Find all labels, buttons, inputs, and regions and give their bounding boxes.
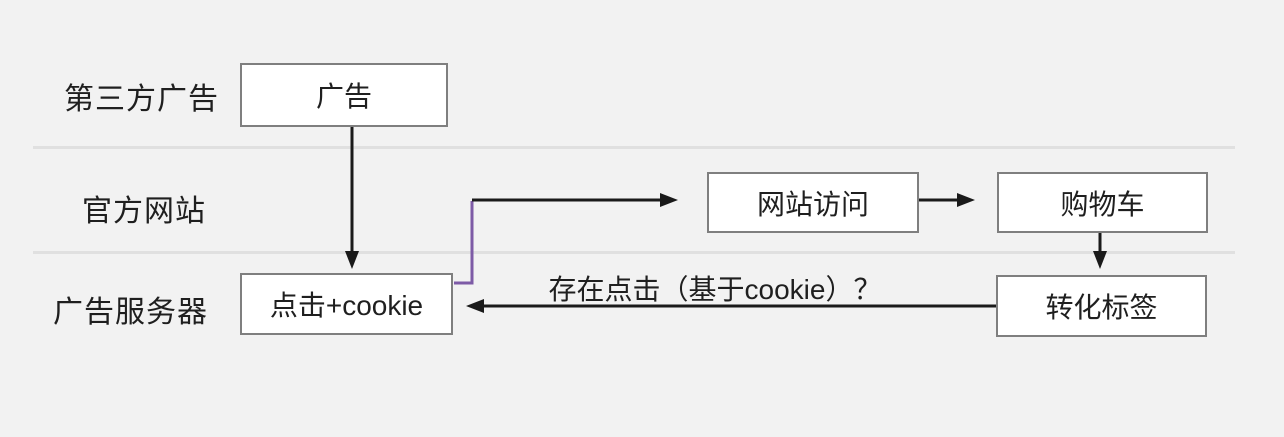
node-ad: 广告 — [240, 63, 448, 127]
lane-label-third-party-ads: 第三方广告 — [64, 83, 219, 116]
arrow-site-visit-to-cart — [919, 193, 975, 207]
node-conversion-tag: 转化标签 — [996, 275, 1207, 337]
lane-separator-bottom — [33, 251, 1235, 254]
lane-separator-top — [33, 146, 1235, 149]
node-click-cookie: 点击+cookie — [240, 273, 453, 335]
node-site-visit: 网站访问 — [707, 172, 919, 233]
purple-connector-click-cookie-up — [454, 201, 474, 285]
lane-label-ad-server: 广告服务器 — [53, 296, 208, 329]
edge-question-label: 存在点击（基于cookie）？ — [548, 274, 882, 305]
node-cart: 购物车 — [997, 172, 1208, 233]
lane-label-official-website: 官方网站 — [82, 195, 206, 228]
arrow-to-site-visit — [472, 193, 678, 207]
